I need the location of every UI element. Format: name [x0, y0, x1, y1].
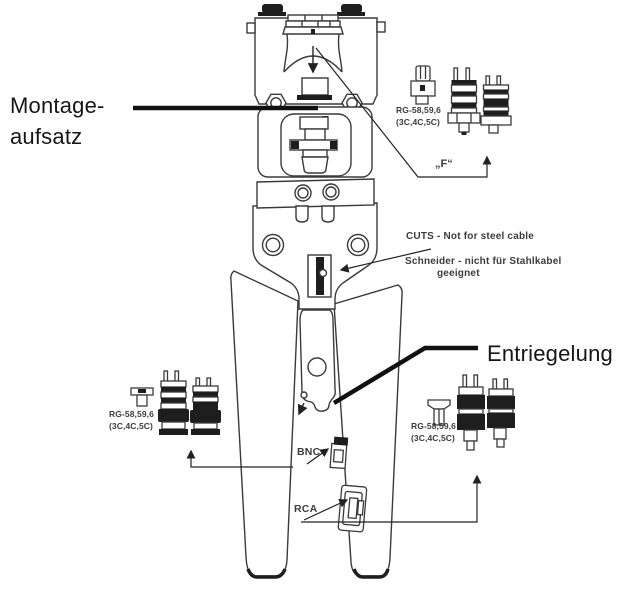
rg-label-bottom-left-line2: (3C,4C,5C): [109, 420, 153, 431]
f-callout-line: [315, 47, 492, 178]
tool-body: [252, 202, 378, 310]
cuts-note-de-line2: geeignet: [437, 268, 480, 279]
release-lever: [297, 309, 336, 416]
montageaufsatz-label: Montage- aufsatz: [10, 90, 105, 152]
head-side-tab-left: [246, 22, 256, 34]
mounting-attachment-assembly: [257, 106, 373, 178]
guide-pin: [321, 205, 335, 223]
rca-die: [337, 484, 368, 533]
rca-connector-1: [457, 374, 485, 451]
right-handle: [333, 284, 403, 579]
bnc-connector-1: [158, 370, 189, 435]
bnc-arrow: [306, 448, 330, 465]
entriegelung-leader-line: [332, 345, 478, 405]
left-handle: [230, 270, 299, 579]
bnc-label: BNC: [297, 446, 321, 458]
rca-label: RCA: [294, 503, 318, 515]
callout-lines: [133, 47, 492, 523]
rg-label-bottom-left: RG-58,59,6 (3C,4C,5C): [109, 409, 154, 432]
f-connector-1: [447, 67, 481, 135]
connector-group-bnc: [130, 370, 221, 435]
attachment-shaft: [304, 128, 326, 141]
connector-group-f: [410, 65, 512, 135]
head-cap-left: [262, 4, 283, 13]
rg-label-bottom-right: RG-58,59,6 (3C,4C,5C): [411, 421, 456, 444]
rg-label-bottom-right-line1: RG-58,59,6: [411, 421, 456, 431]
lever-hole: [307, 357, 327, 377]
tool-head: [246, 4, 386, 113]
attachment-nut: [301, 156, 329, 174]
cutter-slot: [307, 254, 332, 298]
rca-callout-line: [301, 474, 482, 523]
bnc-connector-2: [190, 377, 221, 435]
cuts-note-de-line1: Schneider - nicht für Stahlkabel: [405, 256, 562, 267]
f-die-insert: [410, 65, 436, 105]
bnc-die-insert: [130, 387, 154, 407]
rca-arrow: [303, 499, 349, 521]
rg-label-top-right-line2: (3C,4C,5C): [396, 116, 440, 127]
f-connector-2: [480, 75, 512, 134]
bnc-die: [329, 436, 349, 470]
rca-connector-2: [487, 378, 515, 448]
guide-pin: [295, 205, 309, 223]
head-side-tab-right: [376, 21, 386, 33]
head-cap-right: [341, 4, 362, 13]
connector-group-rca: [427, 374, 515, 451]
montageaufsatz-label-line2: aufsatz: [10, 124, 83, 149]
f-type-label: „F“: [435, 158, 453, 170]
montageaufsatz-label-line1: Montage-: [10, 93, 105, 118]
lever-small-arrow: [297, 402, 308, 416]
bnc-callout-line: [186, 449, 293, 468]
cuts-note-en: CUTS - Not for steel cable: [406, 231, 534, 242]
rca-die-insert: [427, 399, 451, 426]
rg-label-top-right: RG-58,59,6 (3C,4C,5C): [396, 105, 441, 128]
rg-label-bottom-right-line2: (3C,4C,5C): [411, 432, 455, 443]
cuts-arrow: [339, 248, 432, 273]
jaw-plate: [256, 178, 375, 223]
rg-label-bottom-left-line1: RG-58,59,6: [109, 409, 154, 419]
entriegelung-label: Entriegelung: [487, 341, 613, 366]
attachment-plate: [299, 116, 329, 130]
rg-label-top-right-line1: RG-58,59,6: [396, 105, 441, 115]
